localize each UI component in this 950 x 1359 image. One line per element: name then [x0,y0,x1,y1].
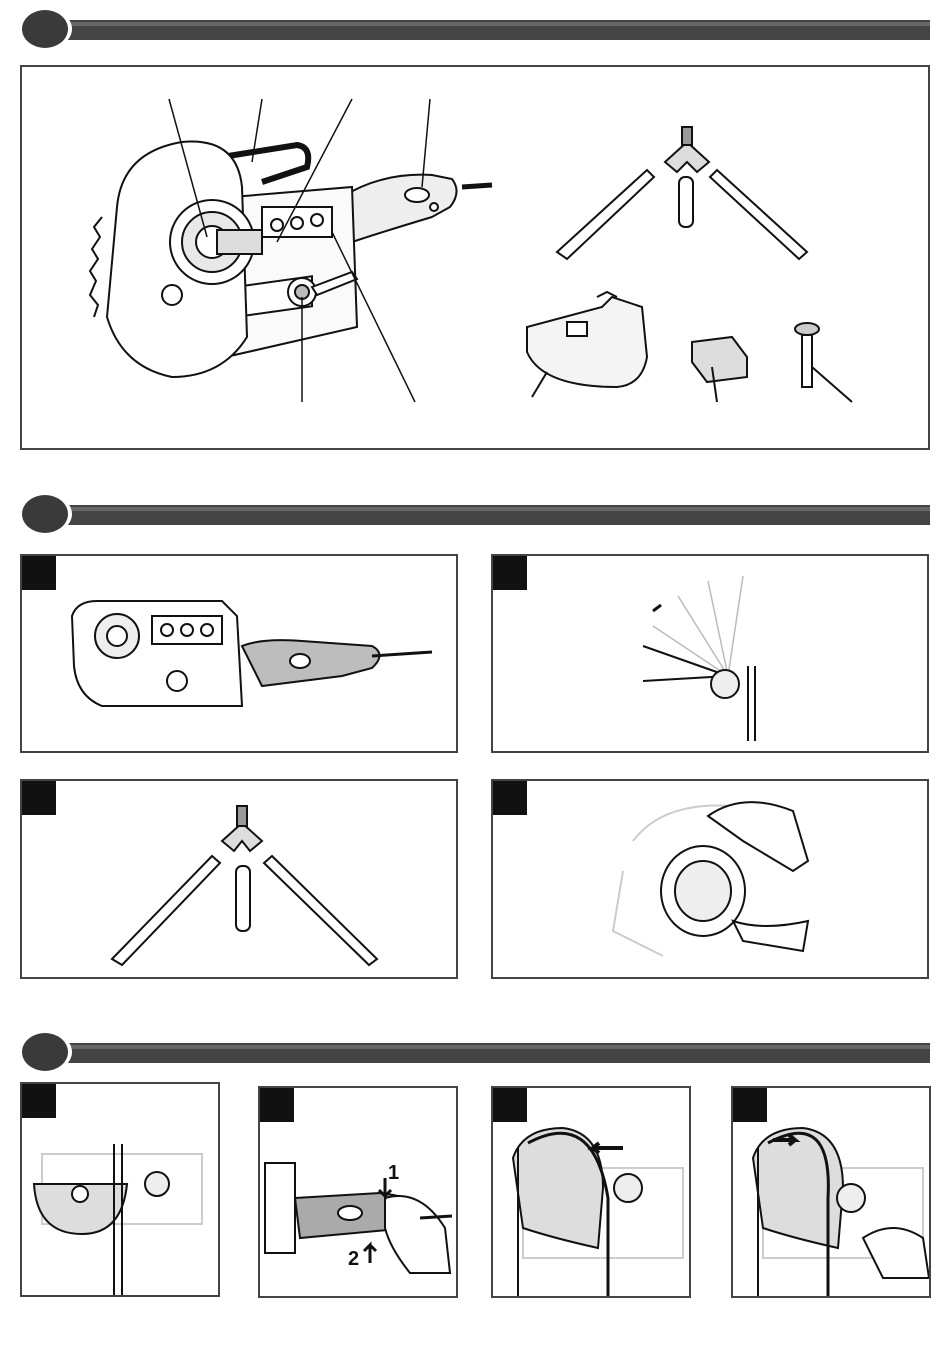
panel-switch: 1 2 [258,1086,458,1298]
step-number-2: 2 [348,1248,359,1271]
components-panel [20,65,930,450]
section-dot [22,495,68,533]
section-header-3 [22,1033,930,1071]
tripod-stand-drawing [557,127,807,259]
panel-adjust-ring [491,779,929,979]
bend-release-illustration [733,1088,929,1296]
tool-side-illustration [22,556,456,751]
panel-tool-side [20,554,458,753]
components-illustration [22,67,928,448]
panel-handle-positions [491,554,929,753]
tripod-illustration [22,781,456,977]
section-dot [22,10,68,48]
locking-pin-drawing [795,323,852,402]
section-dot [22,1033,68,1071]
header-band [62,1043,930,1063]
panel-bend-forward [491,1086,691,1298]
header-band [62,20,930,40]
panel-former-mount [20,1082,220,1297]
step-number-1: 1 [388,1162,399,1185]
bender-tool-drawing [90,142,492,377]
bending-former-drawing [527,292,647,397]
panel-bend-release [731,1086,931,1298]
section-header-2 [22,495,930,533]
slider-block-drawing [692,337,747,402]
handle-positions-illustration [493,556,927,751]
header-band [62,505,930,525]
adjust-ring-illustration [493,781,927,977]
section-header-1 [22,10,930,48]
former-mount-illustration [22,1084,218,1295]
panel-tripod [20,779,458,979]
bend-forward-illustration [493,1088,689,1296]
